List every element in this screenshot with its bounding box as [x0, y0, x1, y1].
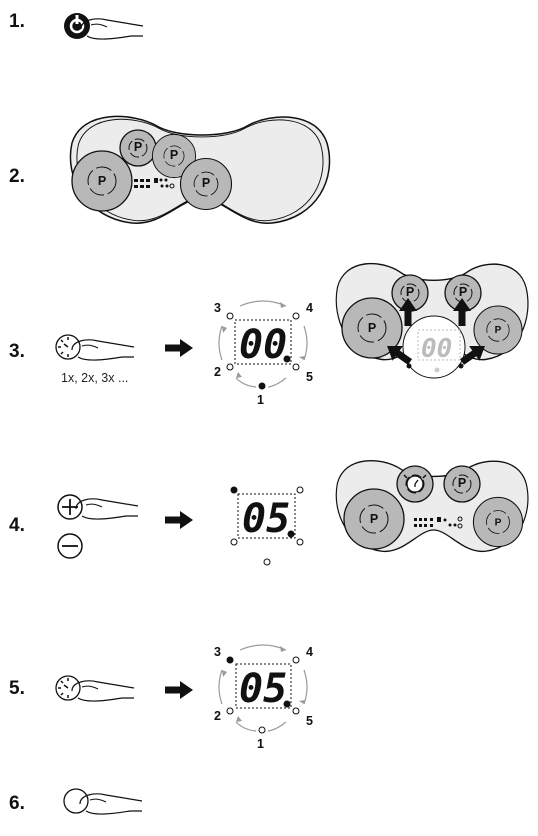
position-label-1: 1: [257, 393, 264, 407]
svg-text:P: P: [368, 321, 376, 335]
timer-display: 05: [237, 493, 296, 542]
zone-left: P: [341, 297, 403, 359]
alarm-clock-icon: [396, 465, 434, 503]
step-number-3: 3.: [9, 341, 25, 362]
svg-text:P: P: [495, 517, 502, 528]
step3-caption: 1x, 2x, 3x ...: [61, 371, 129, 385]
minus-icon: [57, 533, 83, 559]
step-number-1: 1.: [9, 11, 25, 32]
zone-left: P: [343, 488, 405, 550]
clock-icon: [55, 334, 81, 360]
position-label-2: 2: [214, 709, 221, 723]
hob-display-value: 00: [421, 334, 452, 364]
display-value: 05: [242, 496, 290, 542]
display-value: 00: [239, 322, 287, 368]
position-label-1: 1: [257, 737, 264, 751]
arrow-right-icon: [165, 681, 193, 699]
svg-text:P: P: [495, 325, 502, 336]
step-number-6: 6.: [9, 793, 25, 814]
zone-top-right: P: [444, 274, 482, 312]
zone-top-right: P: [443, 465, 481, 503]
position-label-3: 3: [214, 301, 221, 315]
svg-text:P: P: [406, 285, 414, 299]
finger-icon: [79, 793, 143, 815]
svg-text:P: P: [370, 512, 378, 526]
zone-label: P: [98, 174, 106, 188]
display-value: 05: [239, 666, 287, 712]
zone-top-left: P: [391, 274, 429, 312]
position-label-2: 2: [214, 365, 221, 379]
finger-icon: [75, 498, 139, 520]
zone-label: P: [170, 148, 178, 162]
finger-icon: [71, 680, 135, 702]
position-label-3: 3: [214, 645, 221, 659]
power-icon: [64, 13, 90, 39]
position-label-4: 4: [306, 645, 313, 659]
clock-icon: [55, 675, 81, 701]
arrow-right-icon: [165, 511, 193, 529]
zone-right: P: [473, 305, 523, 355]
plus-icon: [57, 494, 83, 520]
zone-right: P: [472, 496, 524, 548]
key-icon: [63, 788, 89, 814]
finger-icon: [71, 339, 135, 361]
zone-label: P: [202, 176, 210, 190]
step-number-2: 2.: [9, 166, 25, 187]
zone-label: P: [134, 140, 142, 154]
step-number-5: 5.: [9, 678, 25, 699]
position-label-4: 4: [306, 301, 313, 315]
timer-display: 05: [235, 663, 292, 712]
svg-text:P: P: [459, 285, 467, 299]
hob-diagram: P P P P: [69, 115, 331, 224]
timer-display: 00: [234, 319, 292, 368]
position-label-5: 5: [306, 370, 313, 384]
svg-text:P: P: [458, 476, 466, 490]
finger-icon: [80, 18, 144, 40]
step-number-4: 4.: [9, 515, 25, 536]
position-label-5: 5: [306, 714, 313, 728]
arrow-right-icon: [165, 339, 193, 357]
